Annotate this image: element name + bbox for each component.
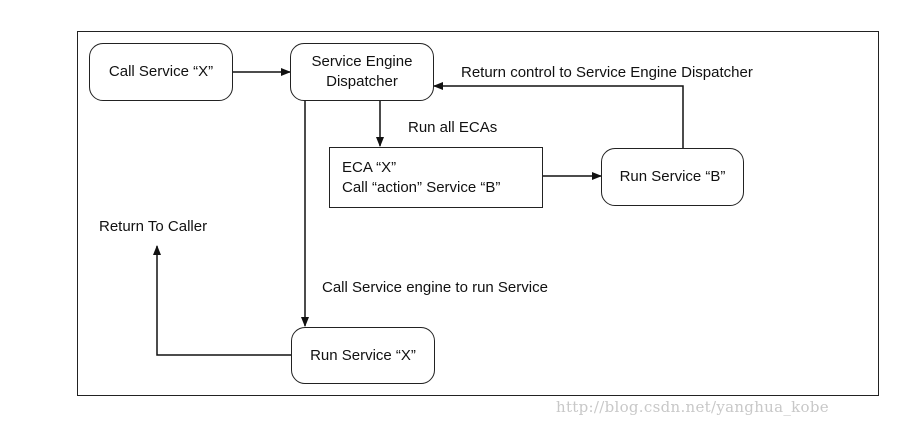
dispatcher-label-line1: Service Engine bbox=[311, 53, 413, 70]
eca-label-line2: Call “action” Service “B” bbox=[342, 178, 501, 196]
node-call-service-x-label: Call Service “X” bbox=[108, 63, 214, 80]
label-run-all-ecas: Run all ECAs bbox=[408, 119, 498, 136]
label-return-control: Return control to Service Engine Dispatc… bbox=[461, 64, 753, 81]
label-return-to-caller: Return To Caller bbox=[99, 218, 208, 235]
node-call-service-x: Call Service “X” bbox=[89, 43, 233, 101]
diagram-frame bbox=[77, 31, 879, 396]
watermark-url: http://blog.csdn.net/yanghua_kobe bbox=[556, 398, 829, 416]
arrow-service-x-to-caller bbox=[153, 245, 291, 356]
dispatcher-label-line2: Dispatcher bbox=[326, 73, 398, 90]
arrow-service-b-to-dispatcher bbox=[433, 82, 684, 148]
node-run-service-x-label: Run Service “X” bbox=[310, 346, 416, 364]
node-service-engine-dispatcher: Service Engine Dispatcher bbox=[290, 43, 434, 101]
node-eca-box: ECA “X” Call “action” Service “B” bbox=[329, 147, 543, 208]
node-run-service-b: Run Service “B” bbox=[601, 148, 744, 206]
node-run-service-b-label: Run Service “B” bbox=[619, 168, 726, 185]
node-run-service-x: Run Service “X” bbox=[291, 327, 435, 384]
label-call-engine: Call Service engine to run Service bbox=[322, 279, 548, 296]
eca-label-line1: ECA “X” bbox=[342, 158, 397, 176]
